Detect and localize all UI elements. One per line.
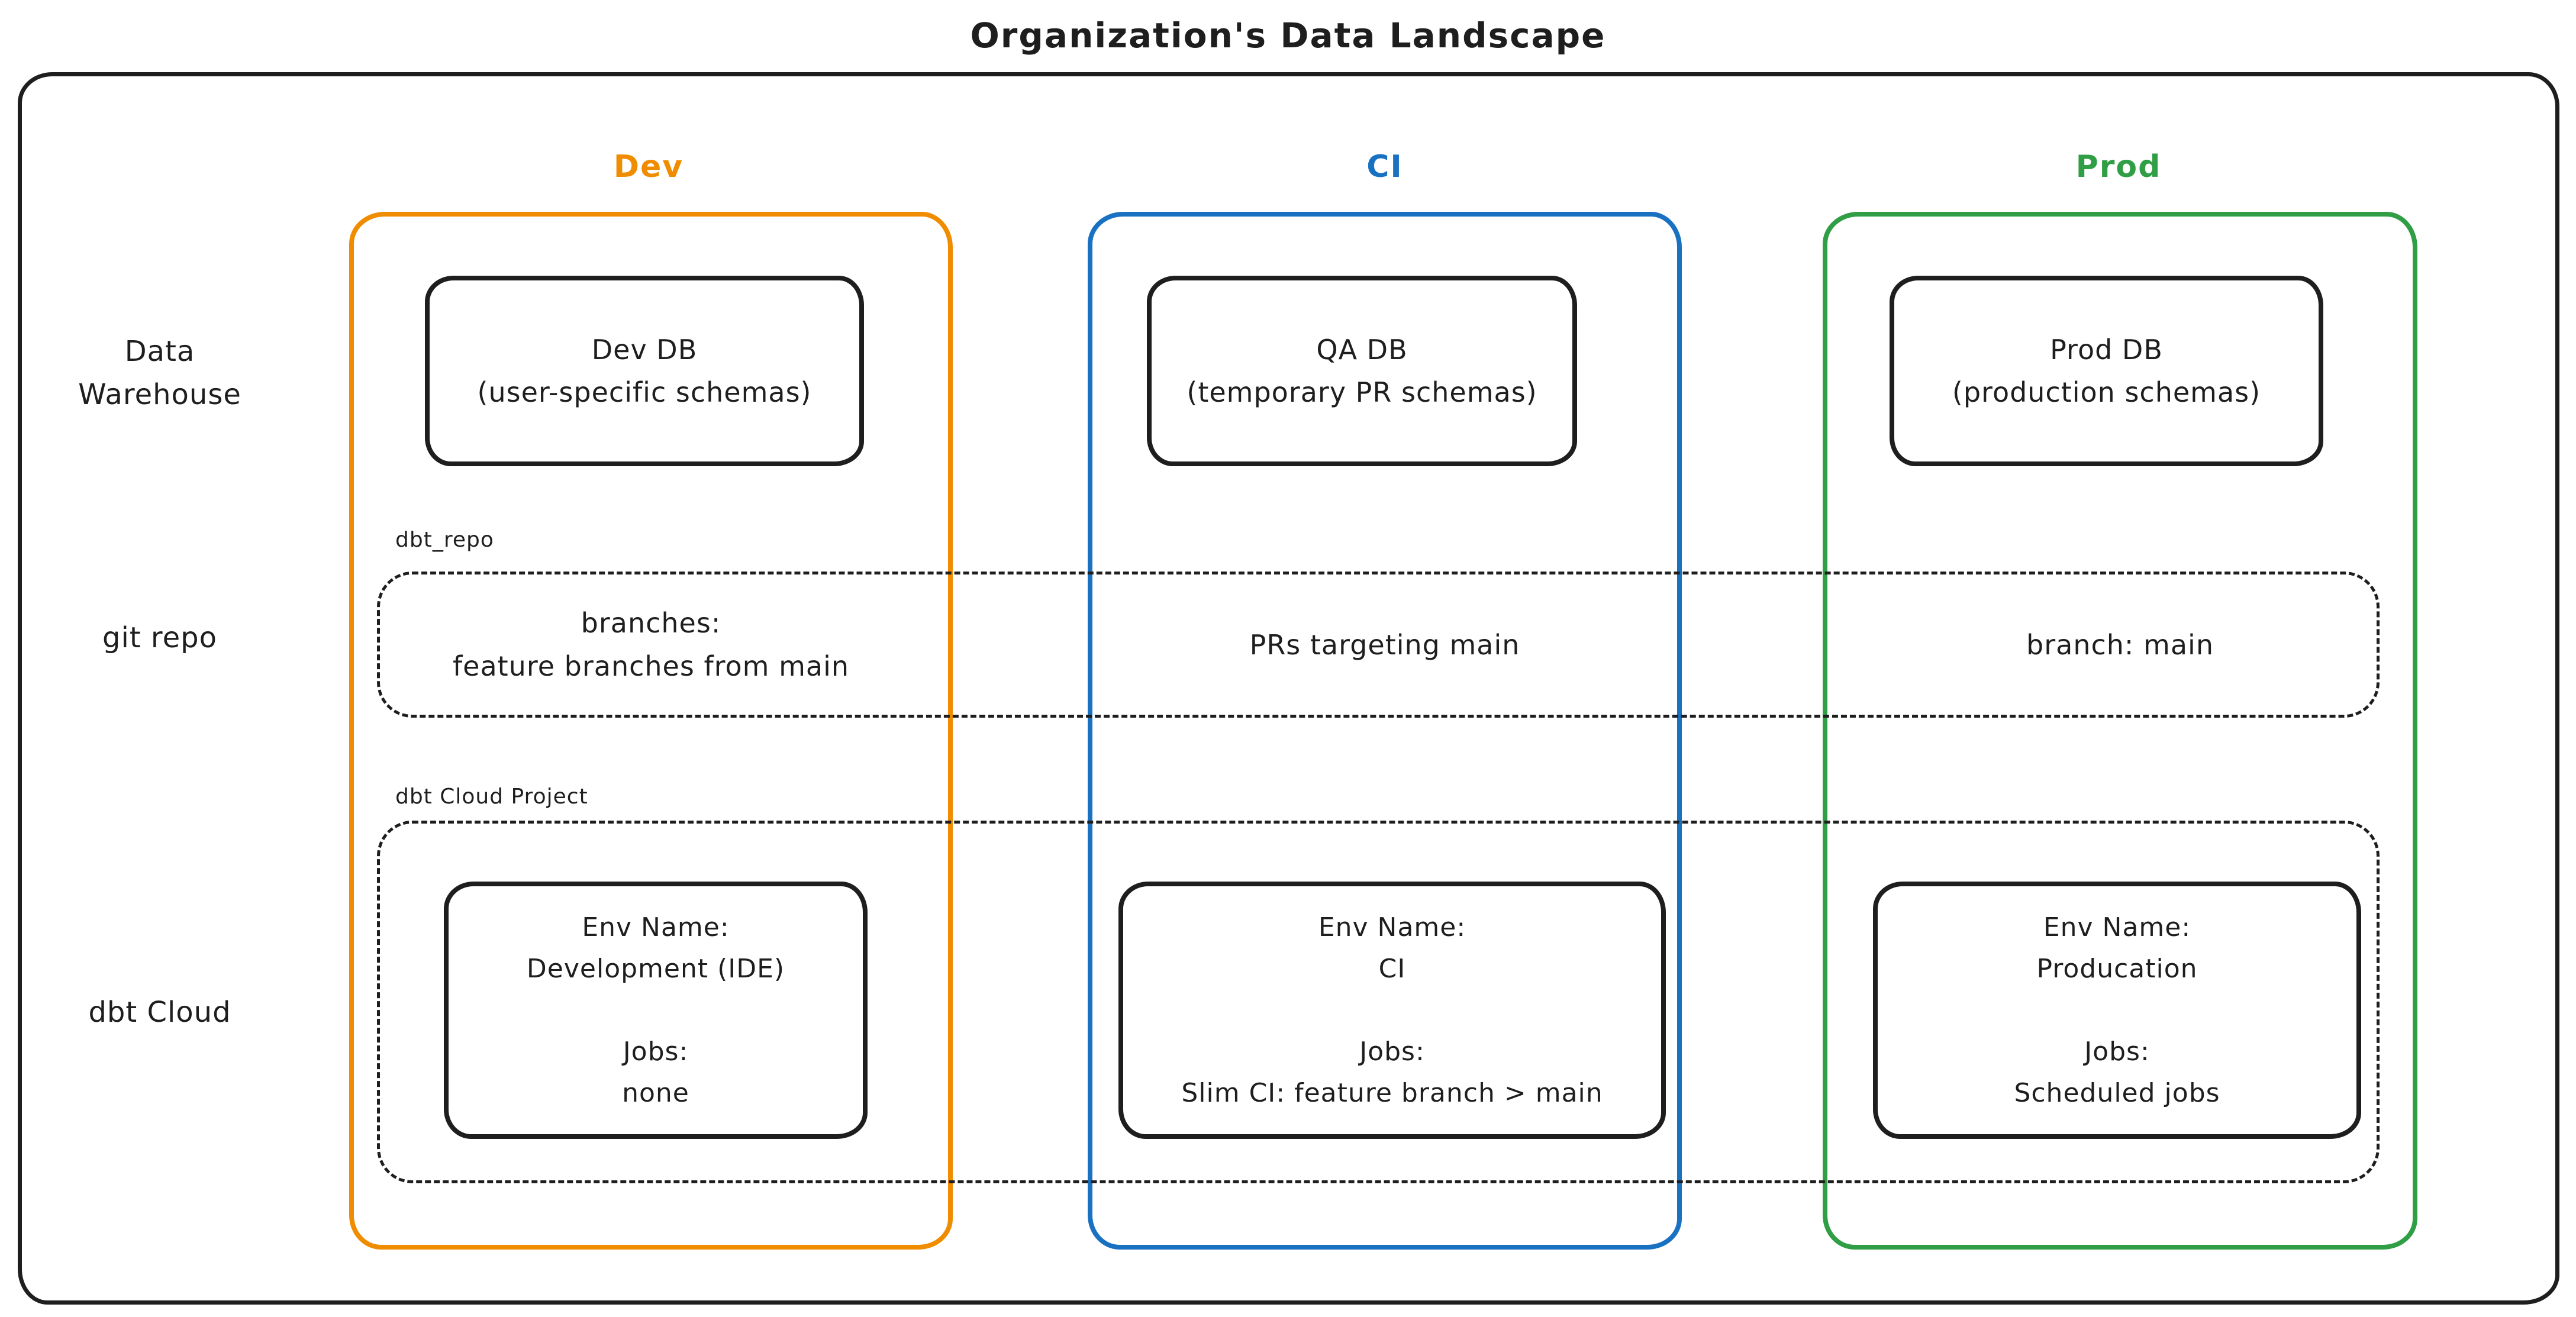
dbt-repo-container-label: dbt_repo — [395, 527, 494, 552]
column-header-prod: Prod — [2075, 149, 2162, 185]
prod-env-name-label: Env Name: — [2043, 912, 2191, 942]
prod-db-name: Prod DB — [2050, 334, 2163, 366]
dev-db-schemas: (user-specific schemas) — [477, 376, 812, 408]
ci-jobs-value: Slim CI: feature branch > main — [1181, 1077, 1603, 1108]
row-label-data-warehouse: Data Warehouse — [36, 329, 284, 418]
page-title: Organization's Data Landscape — [970, 15, 1606, 56]
git-repo-dev-line1: branches: — [581, 607, 721, 639]
dbt-env-box-prod: Env Name: Producation Jobs: Scheduled jo… — [1873, 882, 2361, 1139]
dev-env-name-value: Development (IDE) — [526, 953, 785, 984]
git-repo-dev-line2: feature branches from main — [452, 650, 850, 682]
qa-db-box: QA DB (temporary PR schemas) — [1147, 276, 1577, 466]
ci-env-name-label: Env Name: — [1318, 912, 1466, 942]
ci-env-name-value: CI — [1378, 953, 1406, 984]
qa-db-name: QA DB — [1316, 334, 1408, 366]
dev-env-name-label: Env Name: — [582, 912, 730, 942]
prod-db-box: Prod DB (production schemas) — [1890, 276, 2323, 466]
dbt-repo-dashed-container — [377, 572, 2380, 718]
prod-env-name-value: Producation — [2036, 953, 2198, 984]
git-repo-prod-text: branch: main — [2026, 628, 2214, 661]
qa-db-schemas: (temporary PR schemas) — [1187, 376, 1537, 408]
dev-environment-container — [349, 212, 953, 1250]
prod-jobs-value: Scheduled jobs — [2014, 1077, 2220, 1108]
dev-jobs-label: Jobs: — [623, 1036, 689, 1067]
prod-db-schemas: (production schemas) — [1952, 376, 2261, 408]
outer-frame — [18, 72, 2559, 1305]
row-label-dbt-cloud: dbt Cloud — [88, 995, 231, 1029]
git-repo-ci-text: PRs targeting main — [1249, 628, 1520, 661]
ci-jobs-label: Jobs: — [1359, 1036, 1425, 1067]
ci-environment-container — [1088, 212, 1682, 1250]
dbt-env-box-ci: Env Name: CI Jobs: Slim CI: feature bran… — [1118, 882, 1666, 1139]
git-repo-dev-text: branches: feature branches from main — [379, 577, 923, 713]
dbt-cloud-project-dashed-container — [377, 821, 2380, 1183]
column-header-dev: Dev — [613, 149, 684, 185]
dev-db-name: Dev DB — [591, 334, 698, 366]
column-header-ci: CI — [1366, 149, 1403, 185]
dev-jobs-value: none — [622, 1077, 689, 1108]
dbt-env-box-dev: Env Name: Development (IDE) Jobs: none — [444, 882, 868, 1139]
row-label-git-repo: git repo — [102, 621, 217, 654]
row-label-data-warehouse-line1: Data — [124, 335, 195, 368]
row-label-data-warehouse-line2: Warehouse — [78, 378, 241, 411]
dbt-cloud-project-container-label: dbt Cloud Project — [395, 784, 588, 809]
prod-jobs-label: Jobs: — [2084, 1036, 2150, 1067]
dev-db-box: Dev DB (user-specific schemas) — [425, 276, 864, 466]
prod-environment-container — [1823, 212, 2417, 1250]
